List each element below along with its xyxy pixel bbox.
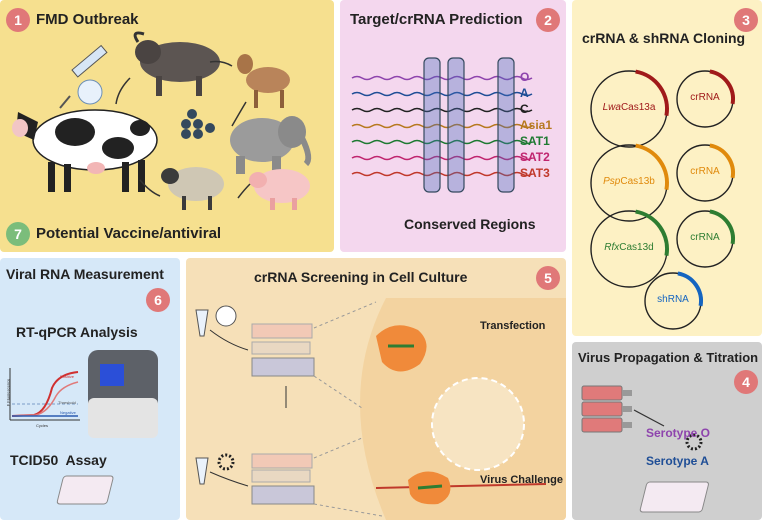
crrna-screening-panel: crRNA Screening in Cell Culture 5 Transf… bbox=[186, 258, 566, 520]
negative-label: Negative bbox=[60, 410, 76, 415]
sequence-line-asia1 bbox=[351, 123, 533, 129]
target-prediction-title: Target/crRNA Prediction bbox=[350, 11, 523, 28]
nucleus bbox=[431, 377, 525, 471]
plasmid-label: crRNA bbox=[690, 166, 720, 177]
conserved-region-box bbox=[423, 57, 441, 193]
rt-qpcr-label: RT-qPCR Analysis bbox=[16, 324, 138, 340]
plate-icon bbox=[56, 475, 114, 505]
arrow bbox=[633, 409, 665, 427]
arrow bbox=[209, 471, 249, 487]
serotype-label-a: A bbox=[520, 86, 529, 100]
elephant-icon bbox=[230, 116, 312, 174]
plasmid-label: PspCas13b bbox=[603, 176, 655, 187]
serotype-label-c: C bbox=[520, 102, 529, 116]
cas13-crrna-complex-icon bbox=[376, 325, 427, 372]
cloning-panel: crRNA & shRNA Cloning 3 LwaCas13a crRNA Ps… bbox=[572, 0, 762, 336]
step-5-badge: 5 bbox=[536, 266, 560, 290]
propagation-illustration bbox=[581, 385, 709, 513]
plasmid-icon bbox=[590, 143, 669, 222]
virus-propagation-title: Virus Propagation & Titration bbox=[578, 350, 759, 365]
positive-label: Positive bbox=[60, 374, 75, 379]
viral-rna-title: Viral RNA Measurement bbox=[6, 266, 164, 282]
pig-icon bbox=[249, 169, 310, 210]
plasmid-icon bbox=[676, 209, 735, 268]
conserved-regions-label: Conserved Regions bbox=[404, 216, 536, 232]
crrna-screening-title: crRNA Screening in Cell Culture bbox=[254, 269, 468, 285]
sheep-icon bbox=[161, 167, 224, 210]
plasmid-icon bbox=[676, 69, 735, 128]
sequence-line-a bbox=[351, 91, 533, 97]
serotype-label-sat1: SAT1 bbox=[520, 134, 550, 148]
plate-icon bbox=[639, 481, 709, 513]
qpcr-illustration bbox=[9, 350, 158, 505]
cycles-label: Cycles bbox=[36, 423, 49, 428]
step-3-badge: 3 bbox=[734, 8, 758, 32]
plasmid-label: crRNA bbox=[690, 92, 720, 103]
vaccine-title: Potential Vaccine/antiviral bbox=[36, 225, 222, 242]
virus-icon bbox=[685, 433, 703, 451]
plasmid-label: LwaCas13a bbox=[602, 102, 656, 113]
virus-cleavage-icon bbox=[375, 471, 547, 505]
zoom-lines bbox=[313, 301, 383, 517]
buffalo-icon bbox=[133, 31, 220, 96]
sequence-line-sat3 bbox=[351, 171, 533, 177]
plasmid-label: RfxCas13d bbox=[604, 242, 654, 253]
transfection-label: Transfection bbox=[480, 320, 546, 332]
conserved-region-box bbox=[447, 57, 465, 193]
virus-challenge-label: Virus Challenge bbox=[480, 474, 563, 486]
goat-icon bbox=[237, 54, 290, 108]
step-6-badge: 6 bbox=[146, 288, 170, 312]
arrow bbox=[209, 329, 249, 351]
cell-culture-plate-icon bbox=[251, 453, 315, 505]
fmd-outbreak-panel: 1 FMD Outbreak 7 Potential Vaccine/antiv… bbox=[0, 0, 334, 252]
plasmid-icon bbox=[590, 209, 669, 288]
serotype-o-label: Serotype O bbox=[646, 426, 711, 440]
virus-propagation-panel: Virus Propagation & Titration 4 Serotype… bbox=[572, 342, 762, 520]
qpcr-machine-icon bbox=[88, 350, 158, 438]
step-7-badge: 7 bbox=[6, 222, 30, 246]
viral-rna-panel: Viral RNA Measurement 6 RT-qPCR Analysis… bbox=[0, 258, 180, 520]
serotype-label-sat2: SAT2 bbox=[520, 150, 550, 164]
conserved-region-box bbox=[497, 57, 515, 193]
serotype-label-o: O bbox=[520, 70, 530, 84]
amplification-plot bbox=[9, 368, 80, 421]
plasmid-icon bbox=[590, 69, 669, 148]
sequence-line-sat1 bbox=[351, 139, 533, 145]
sequence-alignment-diagram bbox=[351, 57, 533, 193]
serotype-a-label: Serotype A bbox=[646, 454, 709, 468]
syringe-icon bbox=[59, 44, 108, 109]
virus-tube-icon bbox=[195, 453, 235, 485]
transfection-tube-icon bbox=[195, 305, 237, 337]
screening-illustration bbox=[195, 298, 566, 520]
cloning-title: crRNA & shRNA Cloning bbox=[582, 30, 746, 46]
plasmid-icon bbox=[676, 143, 735, 202]
serotype-label-sat3: SAT3 bbox=[520, 166, 550, 180]
cow-icon bbox=[12, 109, 158, 192]
plasmid-label: crRNA bbox=[690, 232, 720, 243]
fmd-outbreak-title: FMD Outbreak bbox=[36, 11, 139, 28]
step-4-badge: 4 bbox=[734, 370, 758, 394]
outbreak-illustration bbox=[12, 31, 312, 210]
cycle-arrows bbox=[115, 60, 251, 199]
sequence-line-sat2 bbox=[351, 155, 533, 161]
step-2-badge: 2 bbox=[536, 8, 560, 32]
threshold-label: Threshold bbox=[58, 400, 76, 405]
sequence-line-o bbox=[351, 75, 533, 81]
y-axis-label: F Fluorescence bbox=[5, 378, 11, 407]
cell-culture-plate-icon bbox=[251, 323, 315, 377]
step-1-badge: 1 bbox=[6, 8, 30, 32]
tcid50-label: TCID50 Assay bbox=[10, 452, 107, 468]
sequence-line-c bbox=[351, 107, 533, 113]
virus-icon bbox=[181, 109, 215, 139]
plasmid-label: shRNA bbox=[657, 294, 689, 305]
serotype-label-asia1: Asia1 bbox=[520, 118, 553, 132]
flask-stack-icon bbox=[581, 385, 632, 433]
plasmid-icon bbox=[644, 271, 703, 330]
